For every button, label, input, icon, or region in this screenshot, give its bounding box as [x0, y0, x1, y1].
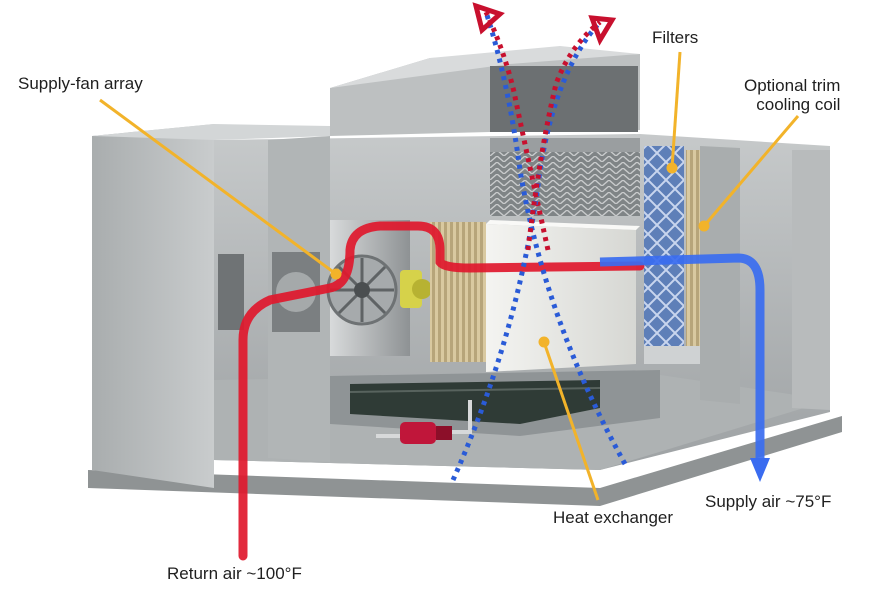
exhaust-path-left-red [483, 10, 551, 251]
motor-icon [400, 270, 432, 308]
label-return-air: Return air ~100°F [167, 564, 302, 583]
exhaust-hood-top [330, 46, 640, 88]
label-supply-air: Supply air ~75°F [705, 492, 832, 511]
roof-left [92, 124, 330, 140]
exhaust-arrowhead-left [472, 2, 505, 35]
exhaust-path-right-red [525, 20, 602, 251]
partition-3 [792, 150, 830, 410]
callout-leaders [99, 51, 800, 501]
wetted-media [490, 152, 640, 216]
leader-trim-coil [702, 115, 800, 227]
return-air-path [238, 221, 645, 561]
leader-filters [670, 51, 682, 169]
label-trim-cooling-coil: Optional trim cooling coil [744, 76, 840, 114]
supply-fan-icon [326, 220, 410, 356]
supply-air-arrowhead [750, 458, 770, 482]
sump-basin-icon [330, 370, 660, 436]
label-trim-coil-line2: cooling coil [756, 95, 841, 114]
label-heat-exchanger: Heat exchanger [553, 508, 674, 527]
label-trim-coil-line1: Optional trim [744, 76, 841, 95]
air-paths [238, 2, 770, 561]
filter-bank-icon [644, 146, 700, 364]
exhaust-arrowhead-right [588, 15, 617, 46]
exhaust-path-left [483, 11, 628, 466]
supply-air-path [599, 253, 765, 460]
label-supply-fan-array: Supply-fan array [18, 74, 143, 93]
heat-exchanger-block [486, 138, 640, 372]
label-filters: Filters [652, 28, 699, 47]
base-skid [88, 416, 842, 506]
left-end-wall [92, 124, 214, 488]
leader-supply-fan [99, 98, 337, 276]
pump-icon [376, 400, 472, 444]
partition-2 [700, 146, 740, 404]
leader-heat-exchanger [542, 341, 600, 501]
intake-louver-1 [218, 254, 244, 330]
